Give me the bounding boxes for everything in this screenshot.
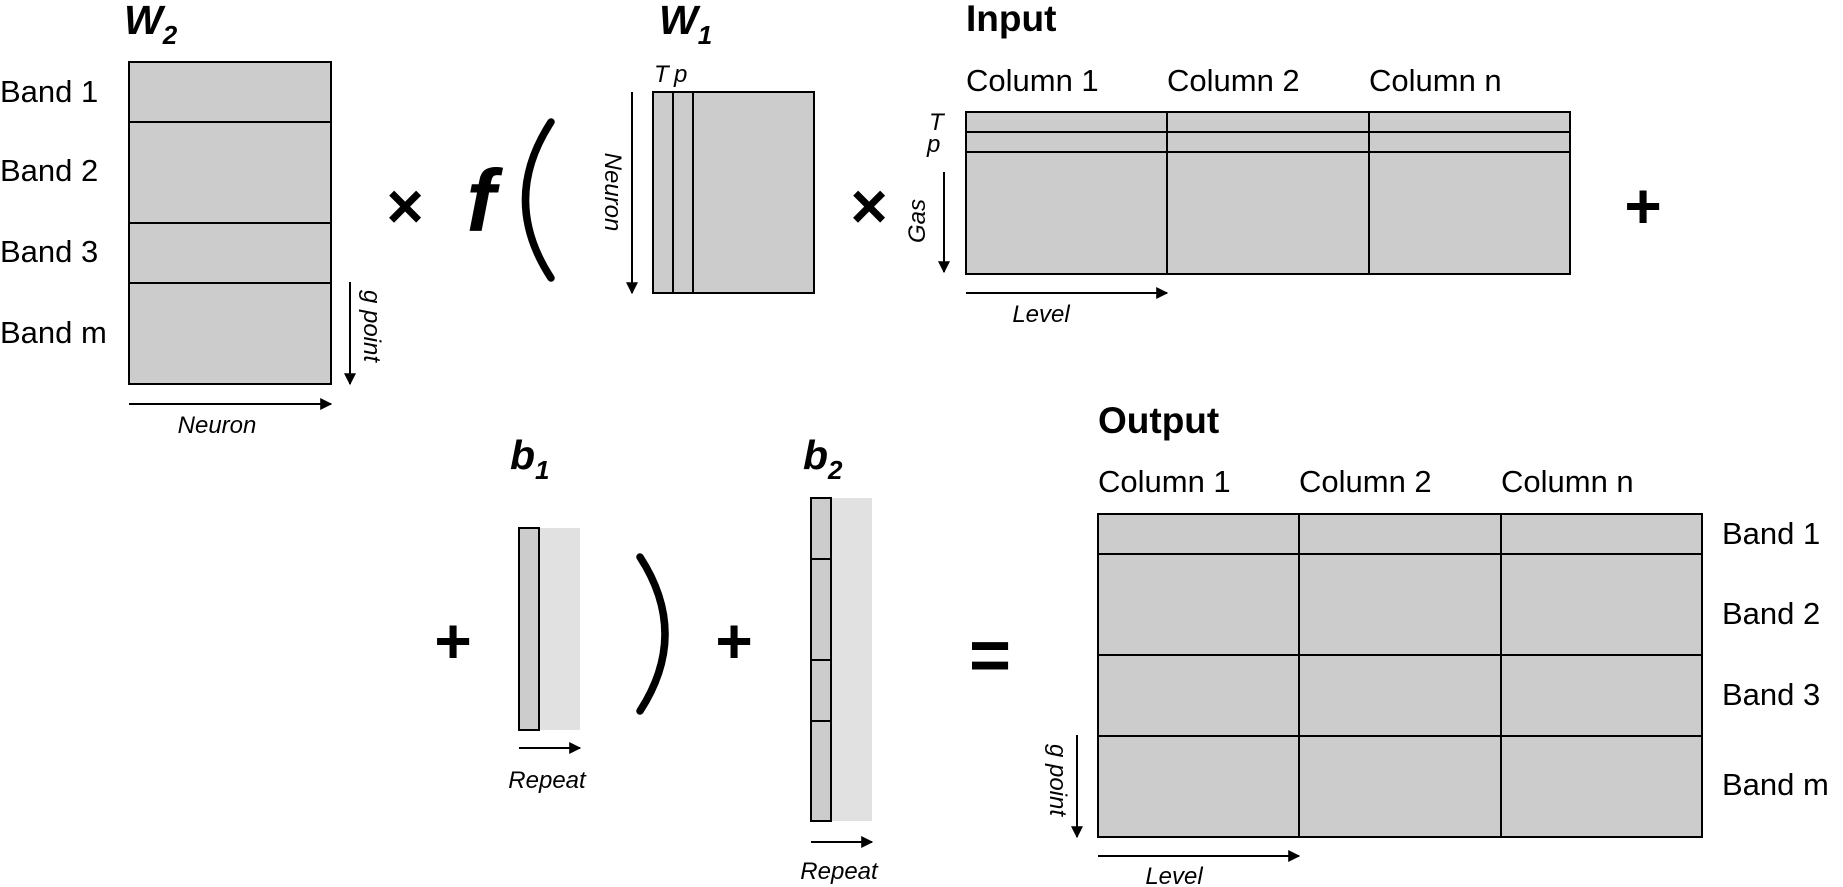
w1-t-label: T (654, 61, 671, 88)
plus-operator-3: + (715, 605, 752, 677)
b2-repeat-label: Repeat (800, 858, 879, 885)
w2-block: W2 Band 1 Band 2 Band 3 Band m Neuron g … (0, 0, 385, 439)
output-column-n-header: Column n (1501, 464, 1634, 499)
w2-band-3-label: Band 3 (0, 234, 98, 269)
b1-block: b1 Repeat (508, 432, 587, 794)
output-band-m-label: Band m (1722, 767, 1829, 802)
w2-band-1-row (128, 61, 332, 123)
w1-title: W1 (659, 0, 712, 50)
w1-y-axis-label: Neuron (599, 153, 626, 232)
b2-block: b2 Repeat (800, 432, 879, 885)
plus-operator-1: + (1624, 170, 1661, 242)
w2-y-axis-label: g point (358, 290, 385, 363)
times-operator-2: × (850, 170, 887, 242)
w2-title: W2 (124, 0, 178, 50)
output-band-1-label: Band 1 (1722, 516, 1820, 551)
b2-segment-4 (810, 720, 832, 822)
input-matrix (965, 111, 1571, 275)
input-column-1-header: Column 1 (966, 63, 1099, 98)
activation-function-f: f (466, 151, 503, 250)
b2-title: b2 (803, 432, 843, 485)
output-column-2-header: Column 2 (1299, 464, 1432, 499)
w1-matrix (652, 91, 815, 294)
w2-x-axis-label: Neuron (178, 412, 257, 439)
w2-band-3-row (128, 222, 332, 284)
plus-operator-2: + (434, 605, 471, 677)
b1-repeat-label: Repeat (508, 767, 587, 794)
w2-band-1-label: Band 1 (0, 74, 98, 109)
output-matrix (1097, 513, 1703, 838)
b2-segment-2 (810, 558, 832, 661)
input-x-axis-label: Level (1012, 301, 1070, 328)
b1-repeated-columns (539, 528, 580, 730)
equals-operator: = (969, 616, 1011, 696)
output-y-axis-label: g point (1044, 744, 1071, 817)
w2-band-2-label: Band 2 (0, 153, 98, 188)
right-parenthesis (636, 553, 669, 715)
w2-band-2-row (128, 121, 332, 224)
input-y-axis-label: Gas (904, 199, 931, 243)
b1-vector (518, 527, 540, 731)
input-column-2-header: Column 2 (1167, 63, 1300, 98)
output-column-1-header: Column 1 (1098, 464, 1231, 499)
output-band-3-label: Band 3 (1722, 677, 1820, 712)
output-title: Output (1098, 400, 1219, 441)
output-x-axis-label: Level (1145, 863, 1203, 887)
b2-segment-3 (810, 659, 832, 722)
w2-band-m-row (128, 282, 332, 385)
input-p-label: p (926, 131, 940, 158)
times-operator-1: × (386, 170, 423, 242)
input-title: Input (966, 0, 1056, 39)
output-band-2-label: Band 2 (1722, 596, 1820, 631)
b2-repeated-columns (831, 498, 872, 821)
output-block: Output Column 1 Column 2 Column n Band 1… (1044, 400, 1829, 887)
b1-title: b1 (510, 432, 550, 485)
w2-band-m-label: Band m (0, 315, 107, 350)
input-t-label: T (929, 109, 946, 136)
b2-segment-1 (810, 497, 832, 560)
left-parenthesis (521, 118, 555, 282)
input-column-n-header: Column n (1369, 63, 1502, 98)
w1-block: W1 T p Neuron (599, 0, 815, 295)
w1-p-label: p (673, 61, 687, 88)
input-block: Input Column 1 Column 2 Column n T p Gas… (904, 0, 1571, 328)
